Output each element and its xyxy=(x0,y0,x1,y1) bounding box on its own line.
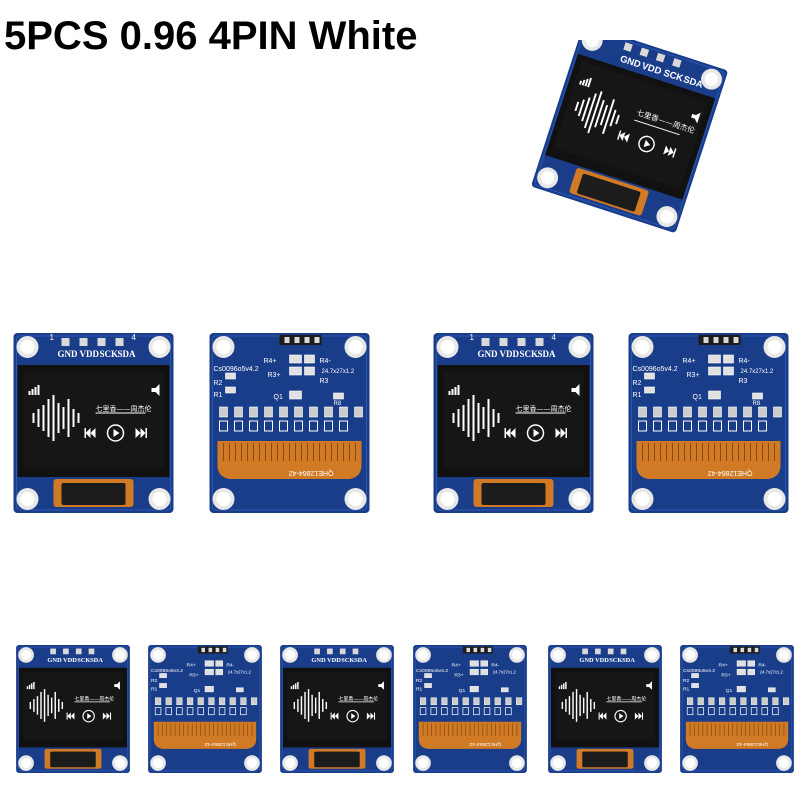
pin-label-vdd: VDD xyxy=(80,349,100,359)
label-r4-minus: R4- xyxy=(320,358,332,365)
oled-board-back-3: R4+ R4- Cs0096o5v4.2 24.7x27x1.2 R2 R3+ … xyxy=(148,645,262,773)
label-model: Cs0096o5v4.2 xyxy=(633,366,678,373)
label-r4-plus: R4+ xyxy=(264,358,277,365)
label-r8: R8 xyxy=(334,401,342,407)
label-r4-minus: R4- xyxy=(491,662,499,668)
label-model: Cs0096o5v4.2 xyxy=(416,668,448,674)
label-q1: Q1 xyxy=(194,688,201,694)
pin-label-sck: SCK xyxy=(609,657,622,664)
label-r2: R2 xyxy=(151,678,158,684)
oled-board-front-3: GND VDD SCK SDA 七里香——周杰伦 xyxy=(16,645,130,773)
label-r4-plus: R4+ xyxy=(719,662,728,668)
label-q1: Q1 xyxy=(726,688,733,694)
oled-board-front-1: 1 4 GND VDD SCK SDA 七里香——周杰伦 xyxy=(12,333,175,513)
label-r3-plus: R3+ xyxy=(721,672,730,678)
oled-board-back-5: R4+ R4- Cs0096o5v4.2 24.7x27x1.2 R2 R3+ … xyxy=(680,645,794,773)
label-flex-code: QHE12864-42 xyxy=(736,741,768,747)
pin-label-sck: SCK xyxy=(520,349,539,359)
pin-label-gnd: GND xyxy=(579,657,594,664)
label-r4-minus: R4- xyxy=(758,662,766,668)
oled-board-front-2: 1 4 GND VDD SCK SDA 七里香——周杰伦 xyxy=(432,333,595,513)
pin-label-gnd: GND xyxy=(47,657,62,664)
oled-board-back-1: R4+ R4- Cs0096o5v4.2 24.7x27x1.2 R2 R3+ … xyxy=(209,333,370,513)
oled-board-back-2: R4+ R4- Cs0096o5v4.2 24.7x27x1.2 R2 R3+ … xyxy=(628,333,789,513)
pin-label-vdd: VDD xyxy=(595,657,609,664)
pin-label-sck: SCK xyxy=(100,349,119,359)
pin-label-vdd: VDD xyxy=(63,657,77,664)
label-q1: Q1 xyxy=(459,688,466,694)
label-dims: 24.7x27x1.2 xyxy=(493,669,517,674)
label-dims: 24.7x27x1.2 xyxy=(228,669,252,674)
pin-label-gnd: GND xyxy=(478,349,499,359)
label-q1: Q1 xyxy=(693,394,702,401)
pin-label-sck: SCK xyxy=(77,657,90,664)
pin-label-sda: SDA xyxy=(118,349,137,359)
label-r8: R8 xyxy=(753,401,761,407)
label-flex-code: QHE12864-42 xyxy=(469,741,501,747)
pin-label-sck: SCK xyxy=(341,657,354,664)
pin-number-1: 1 xyxy=(470,333,475,342)
label-r4-plus: R4+ xyxy=(683,358,696,365)
oled-board-back-4: R4+ R4- Cs0096o5v4.2 24.7x27x1.2 R2 R3+ … xyxy=(413,645,527,773)
label-dims: 24.7x27x1.2 xyxy=(322,369,355,375)
pin-label-sda: SDA xyxy=(538,349,557,359)
label-flex-code: QHE12864-42 xyxy=(289,469,334,476)
oled-board-front-5: GND VDD SCK SDA 七里香——周杰伦 xyxy=(548,645,662,773)
label-flex-code: QHE12864-42 xyxy=(204,741,236,747)
label-model: Cs0096o5v4.2 xyxy=(214,366,259,373)
label-r2: R2 xyxy=(683,678,690,684)
label-q1: Q1 xyxy=(274,394,283,401)
label-dims: 24.7x27x1.2 xyxy=(741,369,774,375)
label-r3-plus: R3+ xyxy=(268,372,281,379)
label-r2: R2 xyxy=(633,380,642,387)
label-r1: R1 xyxy=(416,687,423,693)
label-r1: R1 xyxy=(683,687,690,693)
label-r1: R1 xyxy=(633,392,642,399)
label-model: Cs0096o5v4.2 xyxy=(151,668,183,674)
oled-board-angled: GND VDD SCK SDA 七里香——周杰伦 xyxy=(529,40,730,235)
label-flex-code: QHE12864-42 xyxy=(708,469,753,476)
label-r4-minus: R4- xyxy=(739,358,751,365)
label-r3: R3 xyxy=(739,378,748,385)
label-dims: 24.7x27x1.2 xyxy=(760,669,784,674)
label-r4-minus: R4- xyxy=(226,662,234,668)
screen-song-title: 七里香——周杰伦 xyxy=(606,695,646,702)
label-r3-plus: R3+ xyxy=(189,672,198,678)
label-r3-plus: R3+ xyxy=(687,372,700,379)
pin-label-gnd: GND xyxy=(58,349,79,359)
label-r2: R2 xyxy=(416,678,423,684)
oled-board-front-4: GND VDD SCK SDA 七里香——周杰伦 xyxy=(280,645,394,773)
pin-number-4: 4 xyxy=(132,333,137,342)
pin-label-sda: SDA xyxy=(354,657,367,664)
pin-label-sda: SDA xyxy=(90,657,103,664)
product-title: 5PCS 0.96 4PIN White xyxy=(4,14,418,58)
pin-label-gnd: GND xyxy=(311,657,326,664)
pin-number-1: 1 xyxy=(50,333,55,342)
pin-label-sda: SDA xyxy=(622,657,635,664)
label-r3: R3 xyxy=(320,378,329,385)
screen-song-title: 七里香——周杰伦 xyxy=(96,404,152,413)
label-r1: R1 xyxy=(214,392,223,399)
label-r1: R1 xyxy=(151,687,158,693)
label-r3-plus: R3+ xyxy=(454,672,463,678)
pin-label-vdd: VDD xyxy=(327,657,341,664)
screen-song-title: 七里香——周杰伦 xyxy=(338,695,378,702)
pin-label-vdd: VDD xyxy=(500,349,520,359)
label-r4-plus: R4+ xyxy=(452,662,461,668)
screen-song-title: 七里香——周杰伦 xyxy=(74,695,114,702)
pin-number-4: 4 xyxy=(552,333,557,342)
label-r2: R2 xyxy=(214,380,223,387)
screen-song-title: 七里香——周杰伦 xyxy=(516,404,572,413)
label-model: Cs0096o5v4.2 xyxy=(683,668,715,674)
label-r4-plus: R4+ xyxy=(187,662,196,668)
